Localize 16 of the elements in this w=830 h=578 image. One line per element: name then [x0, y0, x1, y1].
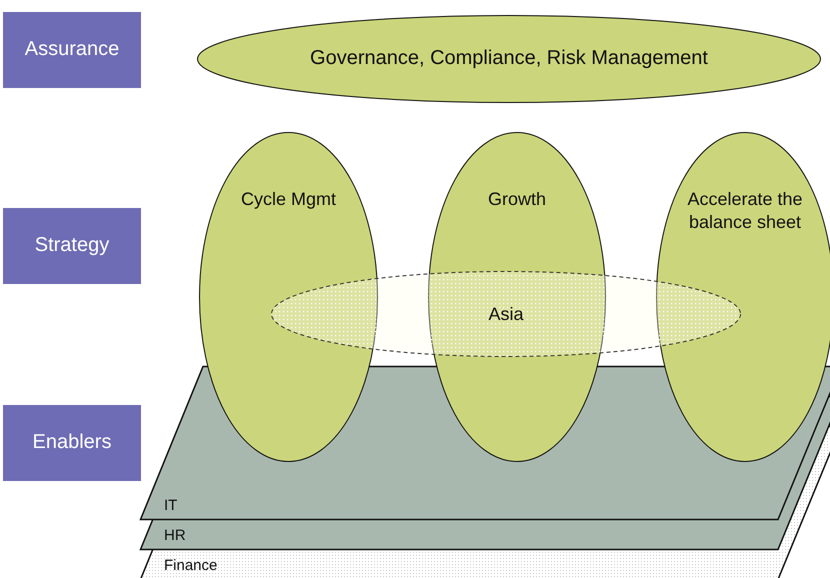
dashed-ellipse [271, 271, 741, 357]
category-box [3, 208, 141, 284]
shape-label: Enablers [32, 430, 112, 455]
category-box [3, 12, 141, 88]
shape-label: Asia [487, 303, 524, 326]
shape-label: Cycle Mgmt [240, 188, 337, 210]
category-box [3, 405, 141, 481]
shape-label: Finance [164, 557, 218, 576]
shape-label: Accelerate the balance sheet [686, 188, 804, 233]
shape-label: Governance, Compliance, Risk Management [309, 46, 709, 71]
shape-label: HR [164, 527, 186, 546]
shape-label: Growth [486, 188, 548, 210]
shape-label: Assurance [24, 37, 120, 62]
ellipse-shape [197, 15, 821, 103]
shape-label: IT [164, 497, 178, 516]
shape-label: Strategy [34, 233, 110, 258]
